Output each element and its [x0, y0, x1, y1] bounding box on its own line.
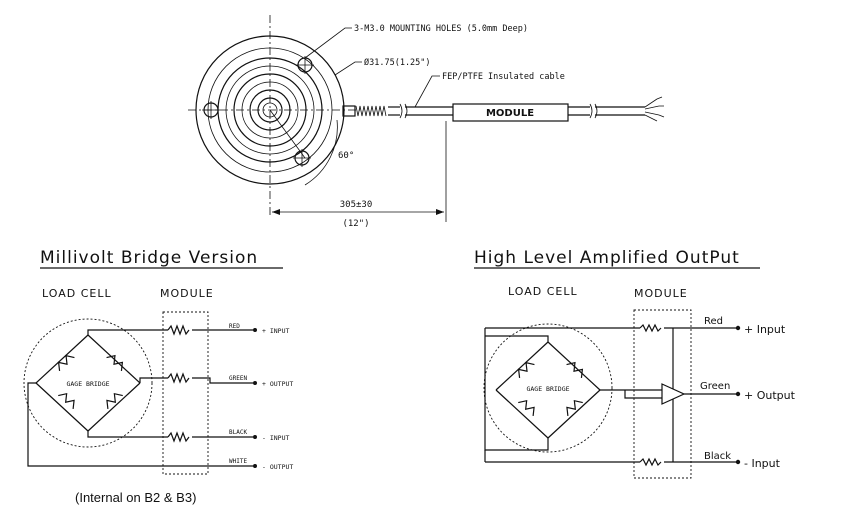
- red-wire: [87, 329, 168, 335]
- load-cell-outer-body: [195, 35, 345, 185]
- top-view-drawing: 60° MODULE 3-M3.0 MOUNTING HOLES (5.0mm …: [188, 15, 665, 229]
- plus-output-label: + OUTPUT: [262, 380, 293, 388]
- green-wire-label: Green: [700, 381, 730, 392]
- green-resistor: [167, 372, 190, 384]
- black-resistor: [167, 431, 190, 443]
- minus-input-label: - Input: [744, 457, 781, 470]
- plus-input-label: + INPUT: [262, 327, 289, 335]
- load-cell-outline: [23, 318, 153, 448]
- amplified-load-cell-label: LOAD CELL: [508, 285, 578, 298]
- internal-note: (Internal on B2 & B3): [75, 490, 196, 505]
- module-block: [452, 103, 569, 122]
- strain-relief: [342, 105, 387, 117]
- red-wire-label: RED: [229, 323, 240, 330]
- cable: [388, 96, 665, 122]
- red-wire-label: Red: [704, 316, 723, 327]
- minus-input-label: - INPUT: [262, 434, 289, 442]
- black-wire-label: Black: [704, 451, 731, 462]
- millivolt-title: Millivolt Bridge Version: [40, 248, 258, 268]
- white-wire: [27, 382, 253, 467]
- black-wire-label: BLACK: [229, 429, 247, 436]
- red-resistor: [639, 323, 662, 333]
- excitation-return-wire: [484, 328, 549, 451]
- millivolt-bridge-diagram: Millivolt Bridge Version LOAD CELL MODUL…: [23, 248, 293, 505]
- module-outline: [162, 311, 209, 475]
- white-wire-label: WHITE: [229, 458, 247, 465]
- black-wire: [87, 431, 168, 438]
- green-wire: [139, 377, 168, 383]
- mounting-hole: [296, 56, 314, 74]
- diameter-label: Ø31.75(1.25"): [364, 57, 431, 68]
- gage-bridge-label: GAGE BRIDGE: [66, 380, 109, 388]
- millivolt-load-cell-label: LOAD CELL: [42, 287, 112, 300]
- green-wire-label: GREEN: [229, 375, 247, 382]
- angle-label: 60°: [338, 151, 354, 161]
- diameter-leader: [334, 61, 362, 76]
- minus-output-label: - OUTPUT: [262, 463, 293, 471]
- mounting-holes-leader: [304, 27, 352, 59]
- module-label: MODULE: [486, 108, 534, 119]
- gage-bridge: [35, 334, 141, 432]
- red-resistor: [167, 324, 190, 336]
- length-label: 305±30: [340, 200, 373, 210]
- mounting-holes-label: 3-M3.0 MOUNTING HOLES (5.0mm Deep): [354, 24, 528, 34]
- plus-output-label: + Output: [744, 389, 796, 402]
- black-resistor: [639, 457, 662, 467]
- cable-leader: [414, 75, 440, 108]
- plus-input-label: + Input: [744, 323, 786, 336]
- length-inch-label: (12"): [342, 219, 369, 229]
- gage-bridge: [495, 341, 601, 439]
- angle-arc: [304, 119, 338, 186]
- load-cell-outline: [483, 323, 613, 453]
- mounting-hole: [202, 101, 220, 119]
- millivolt-module-label: MODULE: [160, 287, 214, 300]
- amplified-title: High Level Amplified OutPut: [474, 248, 740, 268]
- cable-label: FEP/PTFE Insulated cable: [442, 72, 565, 82]
- load-button: [257, 97, 283, 123]
- amplified-module-label: MODULE: [634, 287, 688, 300]
- mounting-hole: [293, 149, 311, 167]
- amplified-output-diagram: High Level Amplified OutPut LOAD CELL MO…: [474, 248, 796, 479]
- gage-bridge-label: GAGE BRIDGE: [526, 385, 569, 393]
